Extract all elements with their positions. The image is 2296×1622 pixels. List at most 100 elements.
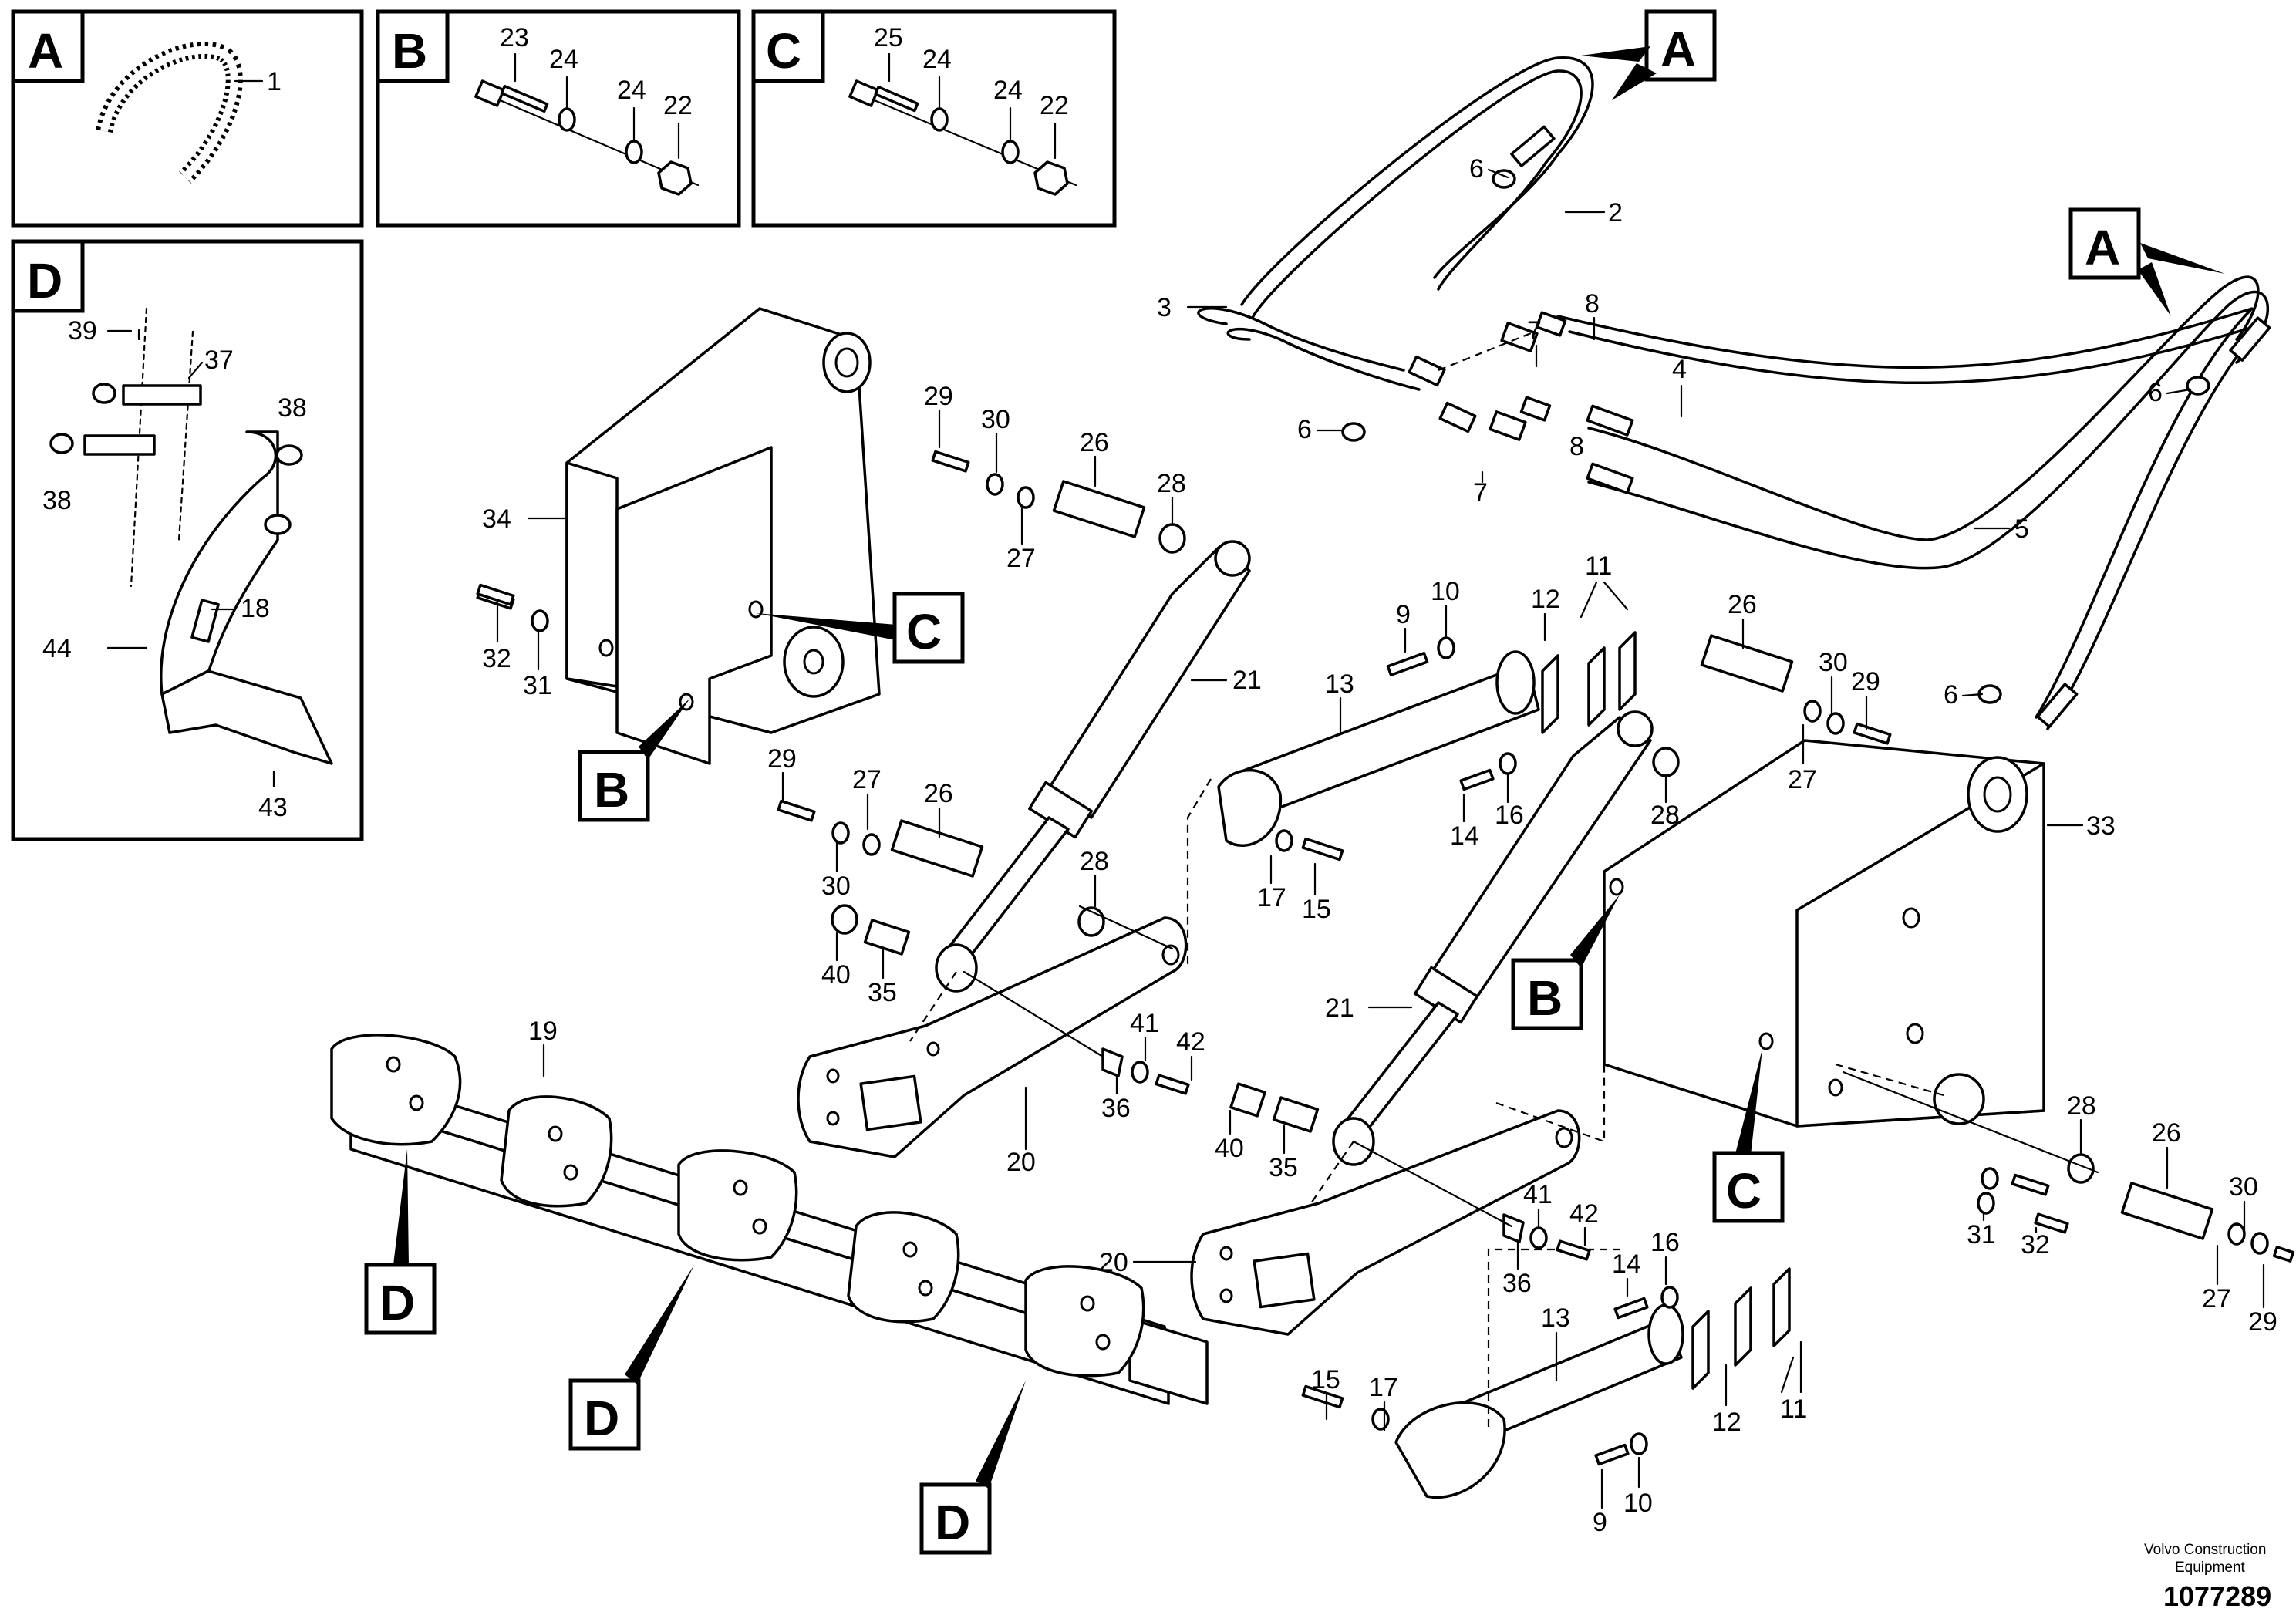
label-2: 2 — [1608, 198, 1623, 228]
label-24: 24 — [549, 45, 578, 74]
detail-panel-d: D 39 37 38 38 18 44 43 — [11, 239, 364, 841]
label-30: 30 — [1819, 648, 1848, 677]
label-28: 28 — [1080, 847, 1109, 876]
callout-b-letter: B — [1527, 970, 1563, 1026]
label-30: 30 — [981, 405, 1010, 434]
callout-d-letter: D — [584, 1391, 619, 1446]
label-26: 26 — [1080, 428, 1109, 457]
label-16: 16 — [1650, 1228, 1680, 1257]
label-22: 22 — [1040, 91, 1069, 120]
label-24: 24 — [922, 45, 952, 74]
label-19: 19 — [528, 1017, 558, 1046]
label-20: 20 — [1006, 1148, 1036, 1177]
callout-b-left: B — [578, 698, 690, 822]
label-29: 29 — [924, 382, 953, 411]
label-10: 10 — [1431, 577, 1460, 606]
cross-tube-lower — [1394, 1248, 1791, 1499]
label-28: 28 — [1157, 469, 1186, 498]
label-27: 27 — [852, 765, 882, 794]
label-21: 21 — [1325, 993, 1354, 1023]
bracket-left — [565, 307, 881, 765]
label-6: 6 — [2148, 378, 2163, 407]
label-6: 6 — [1469, 154, 1484, 184]
callout-c-left: C — [756, 592, 965, 664]
label-10: 10 — [1623, 1489, 1653, 1518]
label-31: 31 — [523, 671, 552, 700]
label-22: 22 — [663, 91, 693, 120]
label-4: 4 — [1672, 355, 1687, 384]
hardware — [476, 450, 2295, 1466]
label-13: 13 — [1325, 669, 1354, 699]
label-26: 26 — [924, 779, 953, 808]
label-31: 31 — [1967, 1220, 1996, 1249]
panel-b-letter: B — [392, 23, 427, 79]
label-14: 14 — [1612, 1249, 1641, 1279]
label-12: 12 — [1712, 1408, 1741, 1437]
label-27: 27 — [1006, 544, 1036, 573]
label-21: 21 — [1232, 666, 1262, 695]
callout-c-right: C — [1712, 1049, 1785, 1223]
label-42: 42 — [1176, 1027, 1205, 1057]
label-29: 29 — [1851, 667, 1880, 696]
label-24: 24 — [993, 76, 1023, 105]
label-1: 1 — [267, 67, 282, 96]
label-41: 41 — [1130, 1009, 1159, 1038]
label-29: 29 — [767, 744, 797, 774]
label-36: 36 — [1101, 1094, 1131, 1123]
callout-b-right: B — [1511, 895, 1620, 1030]
label-20: 20 — [1099, 1248, 1128, 1277]
label-39: 39 — [68, 316, 97, 346]
label-40: 40 — [1215, 1134, 1244, 1163]
panel-c-letter: C — [766, 23, 801, 79]
arm-lower — [1190, 1109, 1581, 1336]
label-18: 18 — [241, 594, 270, 623]
label-8: 8 — [1585, 289, 1600, 319]
label-24: 24 — [617, 76, 646, 105]
brand-line-2: Equipment — [2175, 1560, 2246, 1576]
callout-d-1: D — [364, 1149, 437, 1335]
label-30: 30 — [821, 872, 851, 901]
label-27: 27 — [2202, 1284, 2231, 1313]
callout-d-letter: D — [935, 1495, 970, 1550]
label-15: 15 — [1302, 895, 1331, 924]
label-28: 28 — [1650, 801, 1680, 830]
label-42: 42 — [1569, 1199, 1599, 1229]
spiral-hose-guard — [96, 41, 243, 184]
label-11: 11 — [1780, 1394, 1807, 1424]
label-38: 38 — [278, 393, 307, 423]
label-7: 7 — [1527, 316, 1542, 346]
drawing-number: 1077289 — [2163, 1580, 2271, 1612]
callout-a-top: A — [1581, 9, 1717, 100]
label-35: 35 — [868, 978, 897, 1007]
label-13: 13 — [1541, 1303, 1570, 1333]
label-30: 30 — [2229, 1172, 2258, 1202]
label-16: 16 — [1495, 801, 1524, 830]
label-44: 44 — [42, 634, 72, 663]
label-14: 14 — [1450, 821, 1479, 851]
label-41: 41 — [1523, 1180, 1553, 1209]
callout-b-letter: B — [594, 762, 629, 818]
part-labels: 2 3 4 5 6 6 6 6 7 7 8 8 9 10 11 12 13 14… — [482, 154, 2277, 1537]
label-27: 27 — [1788, 765, 1817, 794]
label-25: 25 — [874, 23, 903, 52]
detail-panel-c: C 25 24 24 22 — [751, 9, 1117, 228]
label-9: 9 — [1593, 1508, 1607, 1537]
label-11: 11 — [1585, 551, 1612, 581]
brand-line-1: Volvo Construction — [2144, 1542, 2266, 1558]
callout-a-letter: A — [2085, 220, 2120, 275]
label-7: 7 — [1473, 478, 1488, 508]
detail-panel-b: B 23 24 24 22 — [376, 9, 741, 228]
callout-d-2: D — [568, 1265, 694, 1451]
label-29: 29 — [2248, 1307, 2277, 1337]
label-17: 17 — [1369, 1373, 1398, 1402]
callout-a-letter: A — [1660, 22, 1696, 77]
label-40: 40 — [821, 960, 851, 990]
label-26: 26 — [2152, 1118, 2181, 1148]
cross-tube-upper — [1186, 631, 1637, 964]
callout-c-letter: C — [1726, 1163, 1762, 1219]
hydraulic-cylinder-upper — [935, 540, 1251, 993]
label-33: 33 — [2086, 811, 2116, 841]
label-17: 17 — [1257, 883, 1286, 912]
callout-a-right: A — [2068, 207, 2225, 316]
